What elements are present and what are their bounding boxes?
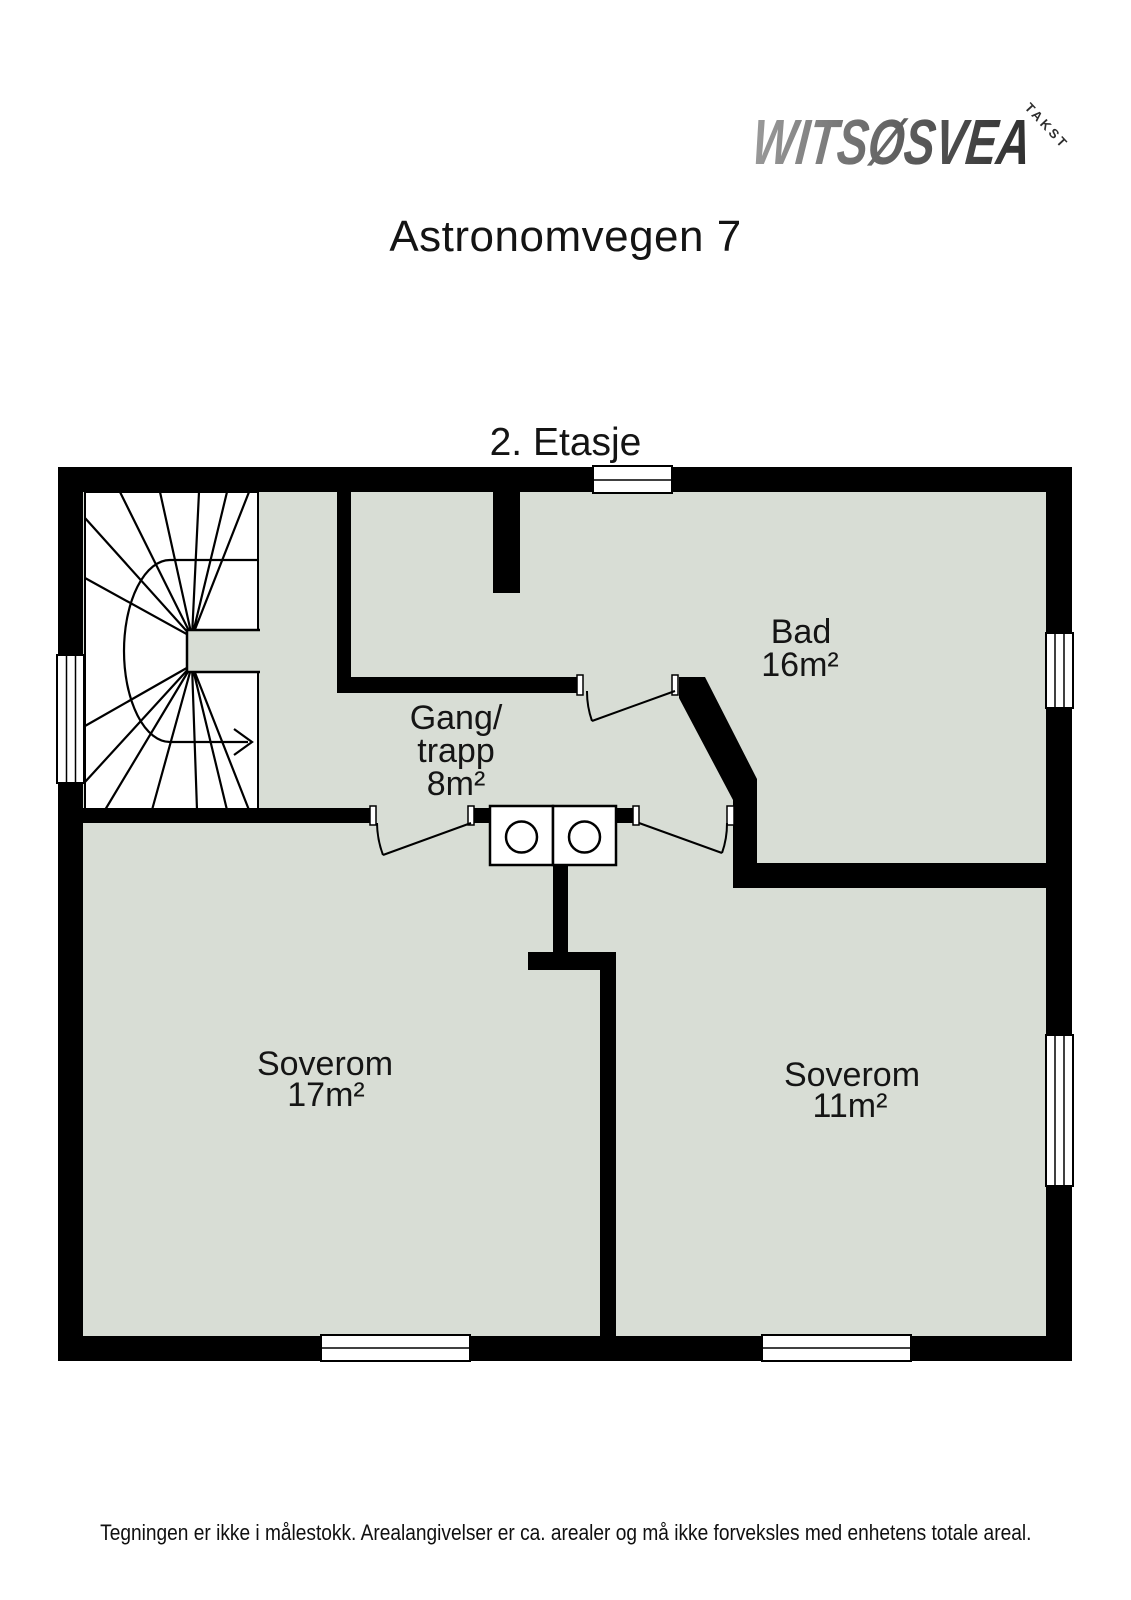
page-title: Astronomvegen 7 [389,212,742,261]
door-soverom-17 [376,822,472,856]
windows [56,465,1074,1362]
room-area-gang: 8m² [427,765,486,803]
door-bad [585,690,676,722]
fixture-circle-icon [567,820,602,854]
room-area-soverom-17: 17m² [287,1076,364,1114]
wall-outer-bottom [58,1336,1072,1361]
disclaimer-text: Tegningen er ikke i målestokk. Arealangi… [99,1520,1032,1545]
stair-landing-outline [185,628,260,674]
jamb [726,805,735,826]
window-left [56,654,85,784]
stair-walk-line [122,558,258,744]
disclaimer-footer: Tegningen er ikke i målestokk. Arealangi… [0,1520,1131,1546]
wall-hall-left [83,808,370,823]
brand-logo: WITSØSVEA TAKST [749,100,1070,178]
room-name-soverom-11: Soverom [784,1056,920,1094]
room-area-soverom-11: 11m² [813,1087,888,1125]
wall-divider-stub [553,865,568,954]
room-labels: Bad 16m² Gang/ trapp 8m² Soverom 17m² So… [257,613,920,1125]
wall-outer-top [58,467,1072,492]
wall-gang-south [337,677,577,693]
floor-label: 2. Etasje [489,421,642,464]
room-name-bad: Bad [771,613,832,651]
stair-direction-arrow-icon [233,728,254,756]
jamb [671,674,679,696]
wall-stair-gang [337,490,351,693]
wall-divider-bar [528,952,616,970]
wall-outer-left [58,467,83,1361]
window-right-soverom-11 [1045,1034,1074,1187]
door-jambs [369,674,735,826]
room-area-bad: 16m² [761,646,838,684]
wall-bad-south [733,863,1046,888]
window-top [592,465,673,494]
door-soverom-11 [638,822,729,854]
doors [376,690,729,856]
stair-treads-lower [84,664,251,811]
wall-stub-top [493,490,520,593]
room-name-soverom-17: Soverom [257,1045,393,1083]
room-name-gang-line1: Gang/ [410,699,503,737]
window-bottom-soverom-11 [761,1334,912,1362]
room-name-gang-line2: trapp [417,732,495,770]
window-bottom-soverom-17 [320,1334,471,1362]
brand-logo-text: WITSØSVEA [749,106,1035,178]
staircase [84,491,260,811]
fixture-circle-icon [504,820,539,854]
wall-bedroom-divider [600,952,616,1336]
jamb [576,674,584,696]
jamb [632,805,640,826]
stair-landing-tongue [187,630,260,672]
closet-fixtures [488,804,618,867]
wall-outer-right [1046,467,1072,1361]
jamb [369,805,377,826]
wall-bad-diagonal [679,677,757,888]
window-right-bad [1045,632,1074,709]
jamb [467,805,475,826]
